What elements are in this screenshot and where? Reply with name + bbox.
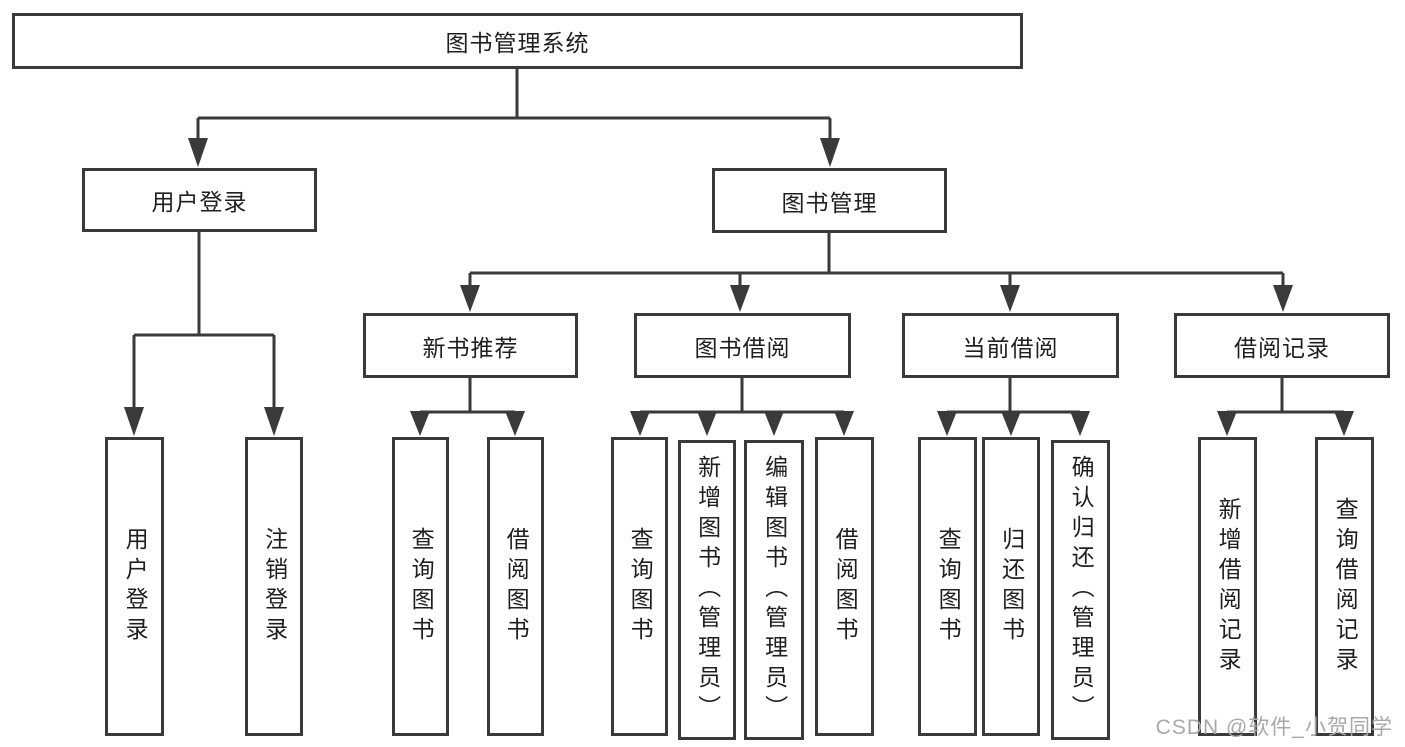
leaf-label: 查询借阅记录 xyxy=(1332,496,1359,677)
leaf-edit-books-admin: 编辑图书（管理员） xyxy=(744,440,804,740)
leaf-label: 借阅图书 xyxy=(503,526,530,647)
leaf-label: 用户登录 xyxy=(122,526,149,647)
node-book-management: 图书管理 xyxy=(712,168,947,233)
leaf-query-books-recommend: 查询图书 xyxy=(392,437,449,736)
node-label: 用户登录 xyxy=(151,189,248,215)
leaf-label: 归还图书 xyxy=(998,526,1025,647)
node-book-borrowing: 图书借阅 xyxy=(634,313,851,378)
node-current-borrowing: 当前借阅 xyxy=(902,313,1119,378)
node-label: 图书借阅 xyxy=(694,334,791,361)
leaf-add-books-admin: 新增图书（管理员） xyxy=(678,440,736,740)
leaf-query-borrow-record: 查询借阅记录 xyxy=(1315,437,1374,736)
leaf-borrow-books-borrowing: 借阅图书 xyxy=(815,437,874,736)
arrowheads xyxy=(124,138,1354,436)
leaf-return-books: 归还图书 xyxy=(982,437,1040,736)
leaf-query-books-borrowing: 查询图书 xyxy=(611,437,668,736)
leaf-borrow-books-recommend: 借阅图书 xyxy=(487,437,544,736)
leaf-add-borrow-record: 新增借阅记录 xyxy=(1198,437,1257,736)
leaf-label: 查询图书 xyxy=(935,526,962,647)
leaf-label: 查询图书 xyxy=(627,526,654,647)
leaf-label: 查询图书 xyxy=(408,526,435,647)
leaf-label: 注销登录 xyxy=(261,526,288,647)
node-library-management-system: 图书管理系统 xyxy=(12,13,1023,69)
node-label: 图书管理 xyxy=(781,189,878,216)
leaf-label: 确认归还（管理员） xyxy=(1068,455,1095,725)
node-label: 新书推荐 xyxy=(422,334,519,361)
node-label: 借阅记录 xyxy=(1234,334,1330,361)
node-label: 当前借阅 xyxy=(962,334,1059,361)
node-label: 图书管理系统 xyxy=(445,30,590,56)
leaf-label: 编辑图书（管理员） xyxy=(761,455,788,725)
node-user-login: 用户登录 xyxy=(82,168,317,232)
leaf-label: 借阅图书 xyxy=(832,526,859,647)
csdn-watermark: CSDN @软件_小贺同学 xyxy=(1155,716,1393,739)
leaf-confirm-return-admin: 确认归还（管理员） xyxy=(1051,440,1110,740)
node-new-book-recommend: 新书推荐 xyxy=(363,313,578,378)
node-borrowing-records: 借阅记录 xyxy=(1174,313,1390,378)
leaf-query-books-current: 查询图书 xyxy=(918,437,977,736)
leaf-label: 新增借阅记录 xyxy=(1215,496,1242,677)
leaf-label: 新增图书（管理员） xyxy=(694,455,721,725)
leaf-logout: 注销登录 xyxy=(245,437,303,736)
leaf-user-login: 用户登录 xyxy=(105,437,164,736)
